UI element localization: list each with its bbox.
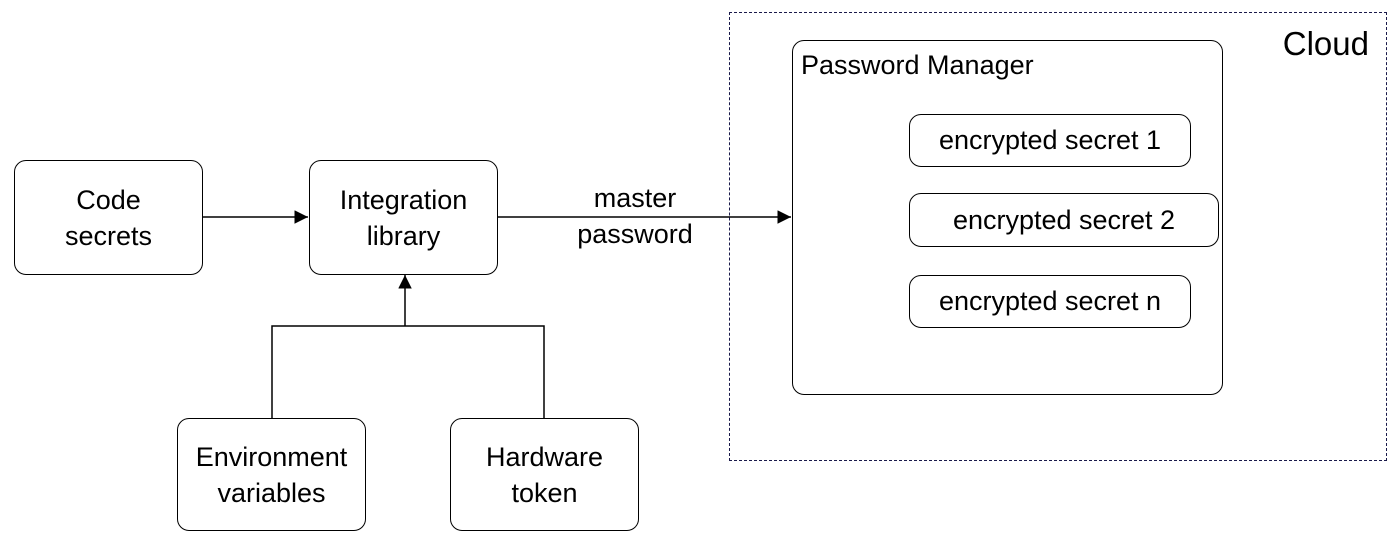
integration-library-line-1: Integration — [339, 184, 468, 215]
hardware-token-line-1: Hardware — [485, 441, 604, 472]
connector-hardware-token — [405, 325, 545, 418]
hardware-token-node: Hardware token — [450, 418, 639, 531]
master-password-line-2: password — [577, 219, 693, 249]
environment-variables-line-1: Environment — [195, 441, 348, 472]
cloud-label: Cloud — [1282, 25, 1369, 62]
password-manager-title: Password Manager — [801, 50, 1034, 80]
code-secrets-node: Code secrets — [14, 160, 203, 275]
environment-variables-node: Environment variables — [177, 418, 366, 531]
encrypted-secret-1-label: encrypted secret 1 — [938, 125, 1162, 155]
master-password-line-1: master — [593, 183, 677, 213]
code-secrets-line-1: Code — [76, 184, 141, 215]
integration-library-node: Integration library — [309, 160, 498, 275]
integration-library-line-2: library — [366, 220, 441, 251]
master-password-label: master password — [560, 180, 710, 252]
connector-environment-variables — [271, 325, 405, 418]
encrypted-secret-n-label: encrypted secret n — [938, 286, 1162, 316]
encrypted-secret-2: encrypted secret 2 — [909, 193, 1219, 247]
encrypted-secret-1: encrypted secret 1 — [909, 114, 1191, 167]
encrypted-secret-2-label: encrypted secret 2 — [952, 204, 1176, 235]
code-secrets-line-2: secrets — [64, 220, 153, 251]
cloud-boundary: Cloud — [729, 12, 1387, 461]
hardware-token-line-2: token — [511, 477, 578, 508]
encrypted-secret-n: encrypted secret n — [909, 275, 1191, 328]
environment-variables-line-2: variables — [217, 477, 326, 508]
